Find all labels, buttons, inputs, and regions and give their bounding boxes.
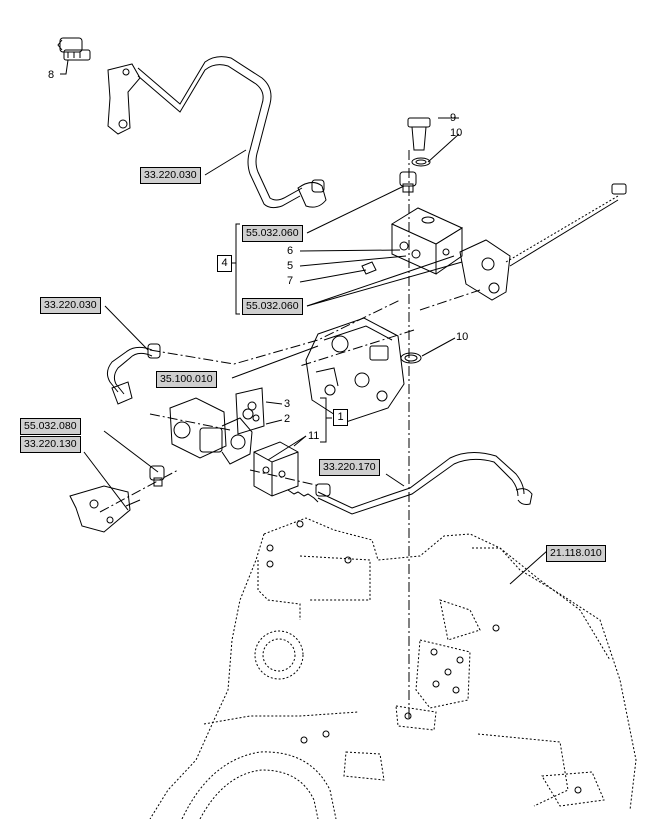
valve-block-4 [390, 207, 464, 275]
elbow-fitting [297, 179, 327, 208]
pump [305, 317, 405, 423]
hyd-line-top [137, 56, 303, 209]
centerlines [99, 150, 481, 720]
transmission-housing [149, 517, 637, 819]
solenoid-valve [169, 397, 253, 465]
item-number-5: 5 [287, 260, 294, 272]
ref-hyd-line-left[interactable]: 33.220.030 [40, 297, 101, 314]
ref-hyd-line-right[interactable]: 33.220.170 [319, 459, 380, 476]
item-number-9: 9 [450, 112, 457, 124]
hyd-line-right [315, 452, 533, 515]
spring-11 [287, 489, 319, 503]
screw-7 [361, 261, 377, 275]
ref-hyd-line-top[interactable]: 33.220.030 [140, 167, 201, 184]
washer-10a [411, 157, 431, 167]
small-fitting [399, 171, 417, 193]
item-number-6: 6 [287, 245, 294, 257]
sensor-right [459, 183, 627, 301]
hyd-line-left [106, 343, 161, 405]
ref-valve-left[interactable]: 55.032.080 [20, 418, 81, 435]
washer-10b [400, 352, 422, 364]
item-number-3: 3 [284, 398, 291, 410]
item-number-2: 2 [284, 413, 291, 425]
item-number-11: 11 [308, 430, 320, 442]
bracket-top [107, 63, 141, 135]
housing-bolts [266, 520, 582, 794]
item-number-8: 8 [48, 69, 55, 81]
item-number-7: 7 [287, 275, 294, 287]
ref-pump[interactable]: 35.100.010 [156, 371, 217, 388]
decal-3 [235, 387, 265, 435]
valve-block-2 [253, 441, 299, 497]
group-box-4: 4 [217, 255, 232, 272]
group-box-1: 1 [333, 409, 348, 426]
item-number-10a: 10 [450, 127, 463, 139]
ref-housing[interactable]: 21.118.010 [546, 545, 606, 562]
plug-left [149, 465, 165, 487]
ref-hyd-line-lower[interactable]: 33.220.130 [20, 436, 81, 453]
fitting-8 [57, 37, 91, 61]
ref-valve-lower[interactable]: 55.032.060 [242, 298, 303, 315]
bracket-lower-left [69, 485, 141, 533]
bolt-9 [407, 117, 431, 151]
ref-valve-upper[interactable]: 55.032.060 [242, 225, 303, 242]
item-number-10b: 10 [456, 331, 469, 343]
